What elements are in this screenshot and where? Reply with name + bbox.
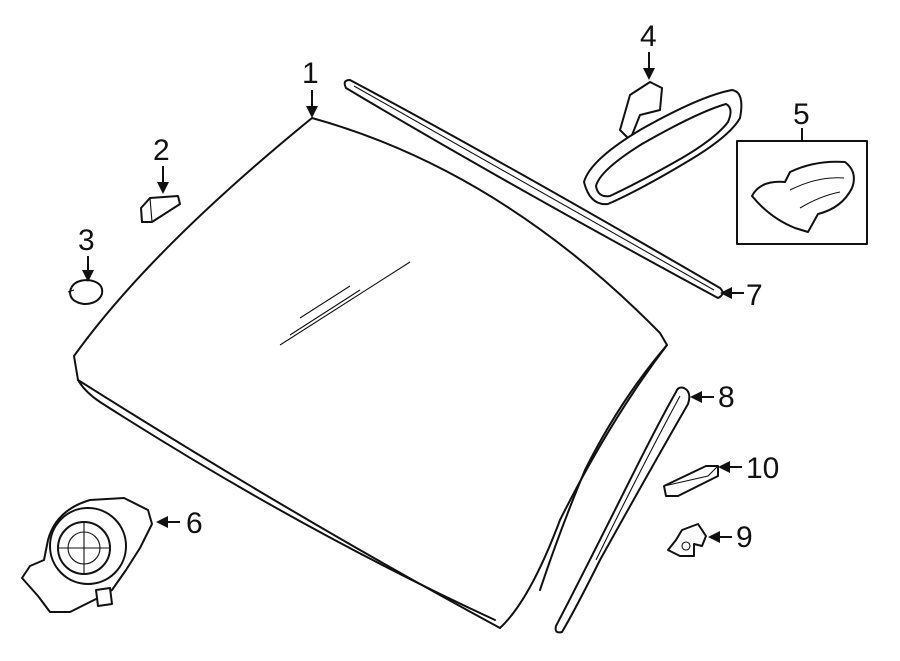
callout-4-label: 4 xyxy=(640,20,657,53)
cap-part xyxy=(140,195,181,223)
callout-2-label: 2 xyxy=(153,134,170,167)
callout-10-label: 10 xyxy=(746,452,779,485)
callout-9-label: 9 xyxy=(736,521,753,554)
callout-4: 4 xyxy=(640,20,657,80)
callout-10: 10 xyxy=(718,452,779,485)
callout-2: 2 xyxy=(153,134,170,194)
callout-6-label: 6 xyxy=(186,507,203,540)
callout-5-label: 5 xyxy=(793,98,810,131)
callout-7: 7 xyxy=(720,279,763,312)
callout-6: 6 xyxy=(156,507,203,540)
callout-7-label: 7 xyxy=(746,279,763,312)
callout-5: 5 xyxy=(793,98,810,141)
rain-sensor-part xyxy=(21,497,153,613)
windshield-part xyxy=(73,117,668,629)
callout-1-label: 1 xyxy=(302,57,319,90)
grommet-part xyxy=(67,279,104,305)
trim-piece-part xyxy=(663,465,719,497)
clip-part xyxy=(667,523,707,557)
callout-3-label: 3 xyxy=(78,224,95,257)
mirror-cover-part xyxy=(736,140,868,245)
roof-molding-part xyxy=(343,79,724,299)
callout-8: 8 xyxy=(690,381,735,414)
callout-3: 3 xyxy=(78,224,95,282)
callout-9: 9 xyxy=(708,521,753,554)
callout-1: 1 xyxy=(302,57,319,118)
mirror-part xyxy=(583,81,743,206)
side-molding-part xyxy=(554,386,691,634)
callout-8-label: 8 xyxy=(718,381,735,414)
